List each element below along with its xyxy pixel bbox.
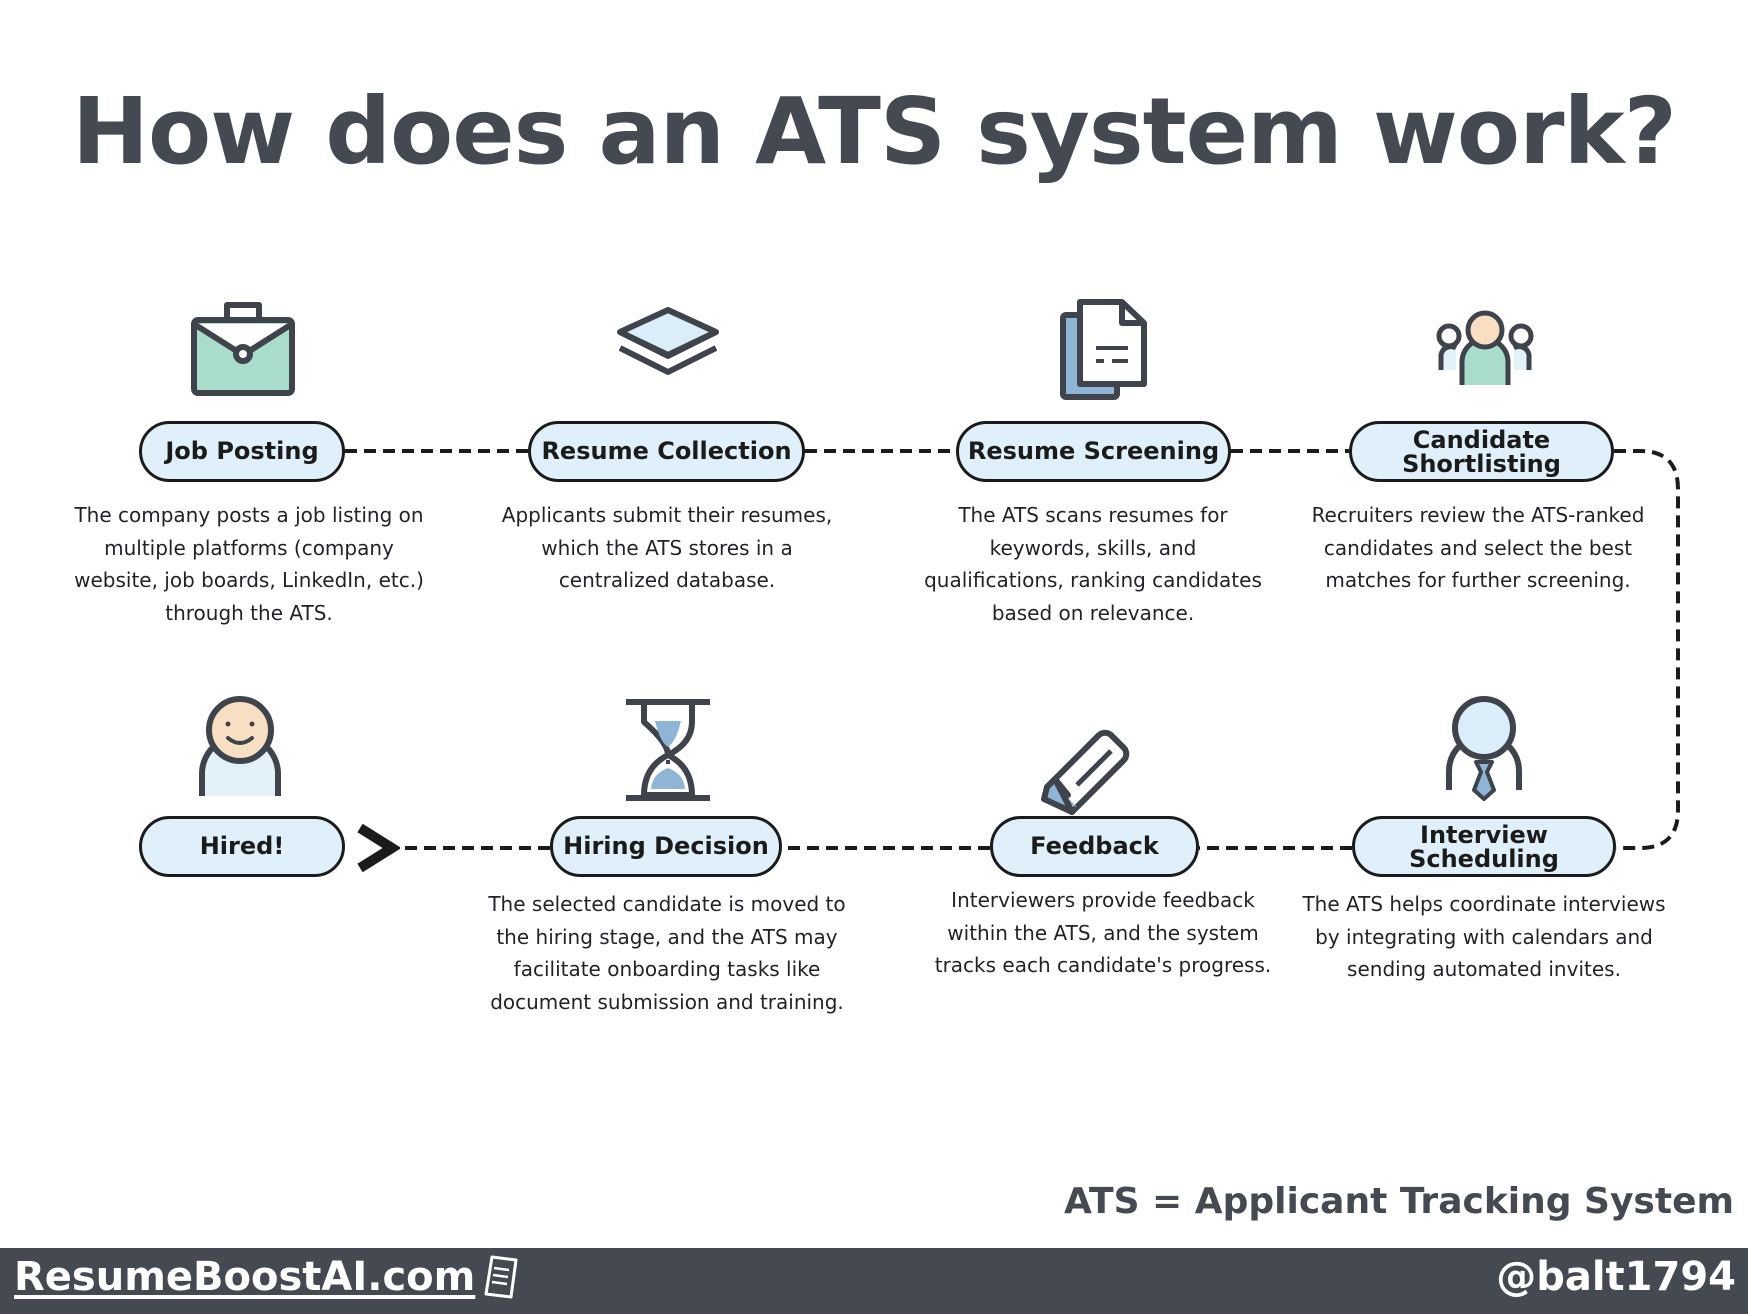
documents-icon	[1060, 299, 1147, 400]
step-resume-screening-description: The ATS scans resumes for keywords, skil…	[924, 503, 1262, 625]
page-title: How does an ATS system work?	[71, 78, 1677, 185]
connector-4-5	[1614, 449, 1680, 850]
site-link[interactable]: ResumeBoostAI.com	[14, 1254, 519, 1300]
pencil-icon	[1041, 729, 1130, 815]
social-handle[interactable]: @balt1794	[1496, 1254, 1736, 1300]
step-resume-collection-description: Applicants submit their resumes, which t…	[501, 503, 833, 592]
step-interview-scheduling-label: Interview Scheduling	[1352, 816, 1616, 877]
group-icon	[1436, 310, 1534, 385]
step-hired-label: Hired!	[139, 816, 345, 877]
interviewer-icon	[1446, 696, 1522, 801]
step-candidate-shortlisting-description: Recruiters review the ATS-ranked candida…	[1311, 503, 1645, 592]
step-hiring-decision-label: Hiring Decision	[550, 816, 782, 877]
hourglass-icon	[626, 699, 710, 801]
document-icon	[484, 1255, 518, 1299]
step-feedback-description: Interviewers provide feedback within the…	[934, 888, 1272, 977]
step-resume-screening-label: Resume Screening	[956, 421, 1231, 482]
step-hiring-decision-description: The selected candidate is moved to the h…	[488, 892, 846, 1014]
briefcase-icon	[191, 302, 295, 396]
step-resume-collection-label: Resume Collection	[528, 421, 805, 482]
step-feedback-label: Feedback	[990, 816, 1199, 877]
ats-definition: ATS = Applicant Tracking System	[1063, 1181, 1734, 1222]
layers-icon	[617, 307, 719, 375]
site-name: ResumeBoostAI.com	[14, 1254, 476, 1300]
step-job-posting-description: The company posts a job listing on multi…	[74, 503, 424, 625]
step-job-posting-label: Job Posting	[139, 421, 345, 482]
step-interview-scheduling-description: The ATS helps coordinate interviews by i…	[1302, 892, 1666, 981]
footer-bar: ResumeBoostAI.com @balt1794	[0, 1248, 1748, 1314]
step-candidate-shortlisting-label: Candidate Shortlisting	[1349, 421, 1614, 482]
smiling-person-icon	[199, 696, 281, 796]
